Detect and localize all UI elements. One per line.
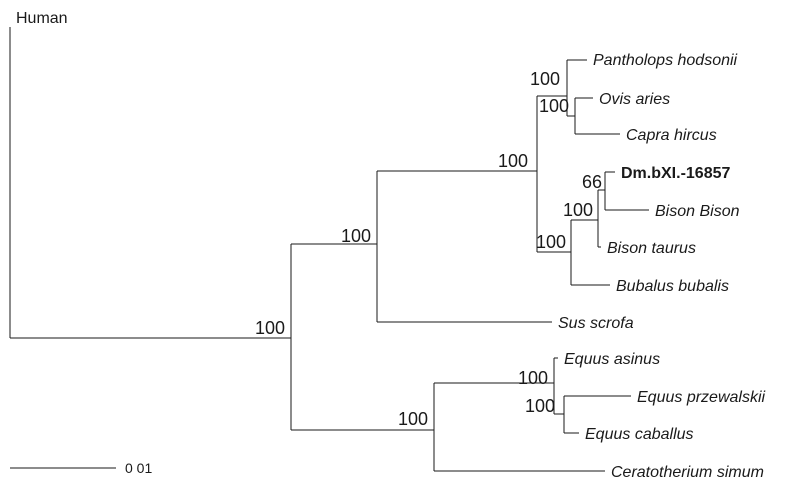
support-value-equus-sub: 100 — [525, 396, 555, 416]
support-value-artiodactyla: 100 — [341, 226, 371, 246]
scale-bar-label: 0 01 — [125, 460, 152, 476]
support-value-equus: 100 — [518, 368, 548, 388]
taxon-label-human: Human — [16, 10, 68, 27]
taxon-label-sus: Sus scrofa — [558, 315, 634, 332]
support-value-bovinae: 100 — [536, 232, 566, 252]
support-value-bovidae: 100 — [498, 151, 528, 171]
taxon-label-equus-przewalskii: Equus przewalskii — [637, 389, 766, 406]
taxon-label-equus-caballus: Equus caballus — [585, 426, 694, 443]
taxon-label-ceratotherium: Ceratotherium simum — [611, 464, 764, 481]
taxon-label-capra: Capra hircus — [626, 127, 717, 144]
support-values: 100 100 100 100 100 100 100 66 100 100 1… — [255, 69, 602, 429]
taxon-labels: Human Pantholops hodsonii Ovis aries Cap… — [16, 10, 766, 481]
taxon-label-bubalus: Bubalus bubalis — [616, 278, 729, 295]
support-value-dm-bison: 66 — [582, 172, 602, 192]
taxon-label-dm: Dm.bXI.-16857 — [621, 165, 730, 182]
scale-bar: 0 01 — [10, 460, 152, 476]
taxon-label-ovis: Ovis aries — [599, 91, 670, 108]
taxon-label-bison-taurus: Bison taurus — [607, 240, 696, 257]
taxon-label-pantholops: Pantholops hodsonii — [593, 52, 738, 69]
support-value-bison-group: 100 — [563, 200, 593, 220]
taxon-label-bison-bison: Bison Bison — [655, 203, 740, 220]
tree-branches — [9, 27, 649, 472]
taxon-label-equus-asinus: Equus asinus — [564, 351, 660, 368]
support-value-ovis-capra: 100 — [539, 96, 569, 116]
support-value-root-clade: 100 — [255, 318, 285, 338]
support-value-caprinae: 100 — [530, 69, 560, 89]
support-value-perissodactyla: 100 — [398, 409, 428, 429]
